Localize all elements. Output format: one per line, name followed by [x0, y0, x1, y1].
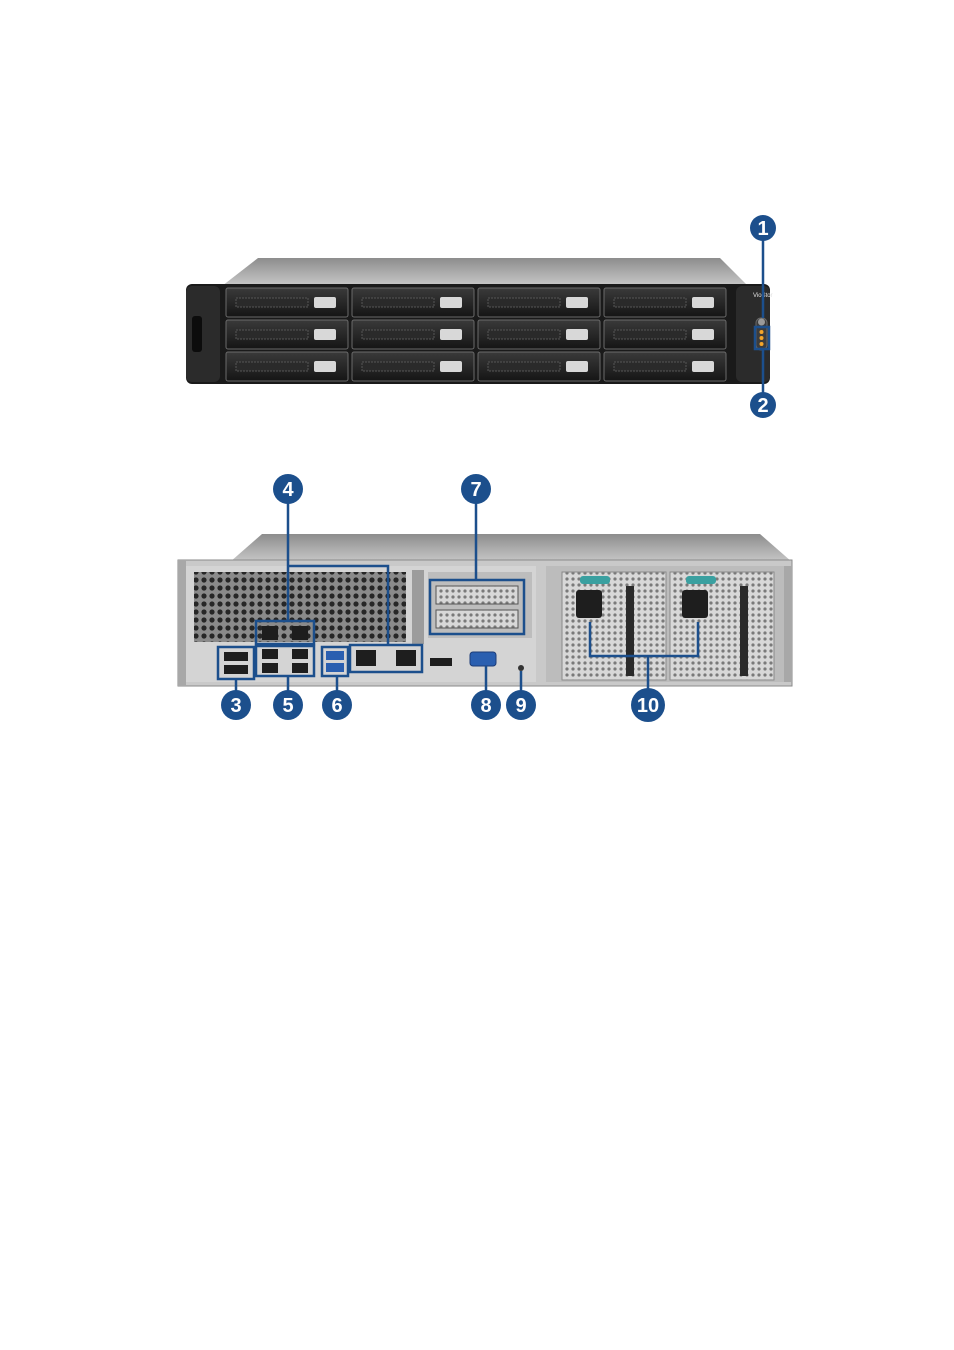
status-led [760, 330, 764, 334]
gbe-port-2[interactable] [292, 626, 308, 640]
drive-bay-1[interactable] [226, 288, 348, 317]
usb-led [760, 342, 764, 346]
psu-2-latch[interactable] [740, 586, 748, 676]
callout-10: 10 [631, 688, 665, 722]
drive-bay-11[interactable] [478, 352, 600, 381]
left-handle-grip [192, 316, 202, 352]
pcie-slot-2 [436, 610, 518, 628]
nvr-port-diagram: VioStor [0, 0, 954, 760]
svg-text:3: 3 [230, 695, 241, 717]
callout-6: 6 [322, 690, 352, 720]
svg-text:6: 6 [331, 695, 342, 717]
front-view: VioStor [186, 258, 773, 384]
callout-1: 1 [750, 215, 776, 241]
rear-top-cover [230, 534, 792, 562]
usb-port-6a[interactable] [326, 651, 344, 660]
svg-text:10: 10 [637, 695, 659, 717]
psu-1-handle[interactable] [580, 576, 610, 584]
lan-led [760, 336, 764, 340]
gbe-port-4[interactable] [396, 650, 416, 666]
svg-text:5: 5 [282, 695, 293, 717]
psu-2 [670, 572, 774, 680]
left-rack-handle [186, 286, 220, 382]
svg-text:9: 9 [515, 695, 526, 717]
usb3-port-1[interactable] [262, 649, 278, 659]
drive-bay-8[interactable] [604, 320, 726, 349]
psu-1-latch[interactable] [626, 586, 634, 676]
drive-bay-5[interactable] [226, 320, 348, 349]
drive-bay-10[interactable] [352, 352, 474, 381]
usb2-port-bottom[interactable] [224, 665, 248, 674]
reset-button[interactable] [518, 665, 524, 671]
callout-5: 5 [273, 690, 303, 720]
callout-7: 7 [461, 474, 491, 504]
pcie-slot-1 [436, 586, 518, 604]
psu-2-handle[interactable] [686, 576, 716, 584]
drive-bay-2[interactable] [352, 288, 474, 317]
rear-rail-left [178, 560, 186, 686]
gbe-port-3[interactable] [356, 650, 376, 666]
power-button[interactable] [758, 319, 765, 326]
usb3-port-3[interactable] [262, 663, 278, 673]
drive-bay-12[interactable] [604, 352, 726, 381]
hdmi-port[interactable] [430, 658, 452, 666]
svg-text:8: 8 [480, 695, 491, 717]
svg-text:2: 2 [757, 395, 768, 417]
callout-3: 3 [221, 690, 251, 720]
svg-text:7: 7 [470, 479, 481, 501]
usb-port-6b[interactable] [326, 663, 344, 672]
drive-bay-3[interactable] [478, 288, 600, 317]
usb2-port-top[interactable] [224, 652, 248, 661]
drive-bay-4[interactable] [604, 288, 726, 317]
rear-view [178, 534, 792, 686]
io-divider [412, 570, 424, 644]
callout-2: 2 [750, 392, 776, 418]
psu-1 [562, 572, 666, 680]
callout-4: 4 [273, 474, 303, 504]
psu-1-power-socket[interactable] [576, 590, 602, 618]
rear-rail-right [784, 566, 792, 682]
drive-bay-9[interactable] [226, 352, 348, 381]
gbe-port-1[interactable] [262, 626, 278, 640]
svg-text:4: 4 [282, 479, 294, 501]
drive-bay-6[interactable] [352, 320, 474, 349]
callout-8: 8 [471, 690, 501, 720]
vga-port[interactable] [470, 652, 496, 666]
drive-bay-7[interactable] [478, 320, 600, 349]
usb3-port-4[interactable] [292, 663, 308, 673]
svg-text:1: 1 [757, 218, 768, 240]
callout-9: 9 [506, 690, 536, 720]
usb3-port-2[interactable] [292, 649, 308, 659]
psu-2-power-socket[interactable] [682, 590, 708, 618]
front-top-cover [222, 258, 748, 286]
